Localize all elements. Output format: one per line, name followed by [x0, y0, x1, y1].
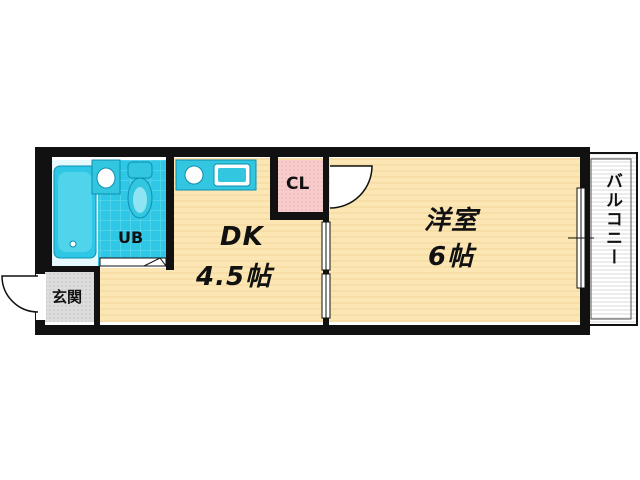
- entrance-opening: [36, 274, 46, 320]
- bath-wall-bottom: [40, 266, 100, 272]
- closet-floor: [278, 160, 323, 212]
- closet-wall-bottom: [270, 212, 326, 220]
- balcony-inner: [590, 158, 632, 320]
- dk-size: 4.5帖: [196, 262, 273, 292]
- closet-wall-left: [270, 152, 278, 220]
- kitchen-sink-basin: [218, 168, 246, 182]
- entrance-door-swing: [1, 275, 39, 313]
- entrance-wall: [94, 266, 100, 330]
- western-room-floor: [330, 158, 580, 322]
- bathtub-inner: [58, 172, 92, 252]
- bath-door-step: [143, 257, 167, 267]
- bath-wall-left-inner: [40, 152, 52, 272]
- bath-sink-basin: [96, 167, 116, 189]
- bathtub-drain: [69, 240, 77, 248]
- toilet-tank: [127, 161, 153, 179]
- entrance-floor: [44, 272, 96, 322]
- western-room-name: 洋室: [424, 206, 479, 236]
- bath-label: UB: [118, 228, 144, 247]
- toilet-seat: [133, 187, 147, 213]
- closet-door-swing: [329, 165, 373, 209]
- dk-floor-lower: [100, 268, 172, 322]
- bath-wall-right: [166, 152, 174, 270]
- western-room-size: 6帖: [428, 242, 475, 272]
- dk-name: DK: [220, 222, 264, 252]
- closet-label: CL: [286, 174, 310, 194]
- balcony-label: バルコニー: [602, 172, 622, 267]
- stove-burner: [184, 165, 204, 185]
- entrance-label: 玄関: [52, 288, 83, 306]
